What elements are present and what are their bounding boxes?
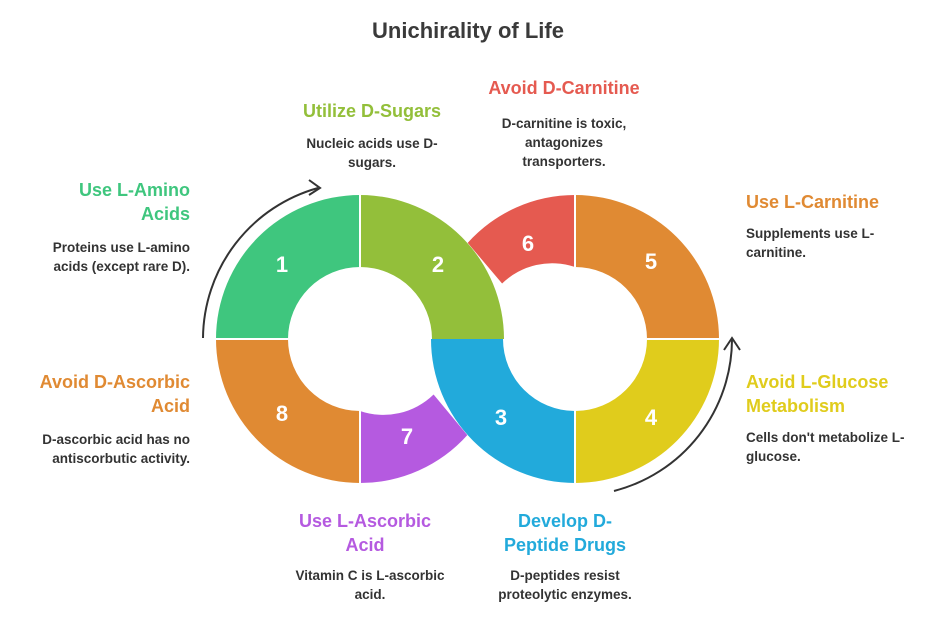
description-7: Vitamin C is L-ascorbic acid. [295,568,445,602]
heading-7: Use L-Ascorbic Acid [298,511,432,555]
segment-7 [360,394,468,484]
description-6: D-carnitine is toxic, antagonizes transp… [501,116,627,169]
segment-number-4: 4 [645,405,658,430]
page-title: Unichirality of Life [372,18,564,43]
description-8: D-ascorbic acid has no antiscorbutic act… [42,432,190,466]
description-1: Proteins use L-amino acids (except rare … [52,240,190,274]
heading-6: Avoid D-Carnitine [488,78,640,98]
arrow-head-bottom-right-icon [723,336,741,351]
segment-number-6: 6 [522,231,534,256]
segment-2 [360,195,504,339]
segment-number-1: 1 [276,252,288,277]
segment-1 [216,195,360,339]
segment-number-3: 3 [495,405,507,430]
arrow-top-left [202,187,319,339]
segment-4 [575,339,719,483]
heading-3: Develop D-Peptide Drugs [503,511,627,555]
segment-3 [431,339,575,483]
segment-6 [467,194,575,284]
segment-5 [575,195,719,339]
heading-4: Avoid L-Glucose Metabolism [746,372,889,416]
arrow-head-top-left-icon [308,179,322,196]
heading-2: Utilize D-Sugars [302,101,442,121]
segment-8 [216,339,360,483]
heading-5: Use L-Carnitine [746,192,880,212]
arrow-bottom-right [613,339,733,492]
description-5: Supplements use L-carnitine. [746,226,875,260]
segment-number-8: 8 [276,401,288,426]
segment-number-5: 5 [645,249,657,274]
segment-number-2: 2 [432,252,444,277]
heading-8: Avoid D-Ascorbic Acid [39,372,190,416]
segment-number-7: 7 [401,424,413,449]
heading-1: Use L-Amino Acids [78,180,190,224]
description-3: D-peptides resist proteolytic enzymes. [498,568,632,602]
description-2: Nucleic acids use D-sugars. [306,136,438,170]
description-4: Cells don't metabolize L-glucose. [746,430,905,464]
